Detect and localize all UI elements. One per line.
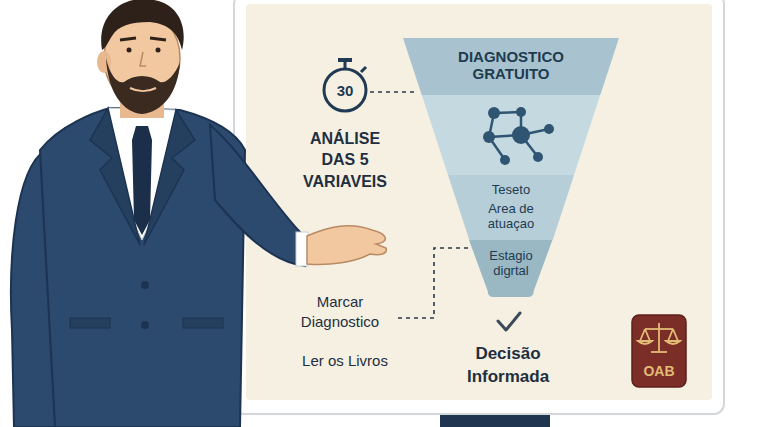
scales-icon bbox=[638, 323, 680, 352]
mouth bbox=[130, 88, 156, 91]
band-text: DIAGNOSTICO GRATUITO bbox=[426, 48, 596, 83]
brows bbox=[120, 38, 166, 40]
pocket bbox=[183, 318, 223, 328]
funnel-icon-band bbox=[422, 95, 600, 175]
pocket bbox=[70, 318, 110, 328]
funnel-band bbox=[422, 95, 600, 175]
right-arm bbox=[210, 125, 305, 266]
nose bbox=[140, 52, 146, 66]
stopwatch-icon bbox=[324, 60, 366, 111]
band-outline bbox=[469, 240, 552, 297]
badge-body bbox=[632, 315, 686, 387]
button bbox=[141, 281, 149, 289]
eye bbox=[156, 48, 161, 53]
band-text: Area de atuaçao bbox=[471, 202, 551, 232]
hand bbox=[307, 226, 386, 265]
button bbox=[141, 321, 149, 329]
eye bbox=[127, 48, 132, 53]
funnel-band: TesetoArea de atuaçao bbox=[448, 175, 574, 240]
lapel bbox=[144, 110, 195, 245]
hair bbox=[101, 0, 184, 50]
checkmark bbox=[498, 313, 520, 330]
tie bbox=[132, 126, 152, 235]
leader-line bbox=[370, 91, 416, 93]
leader-lines bbox=[370, 92, 470, 318]
network-dots bbox=[483, 107, 554, 165]
step-label: ANÁLISE DAS 5 VARIAVEIS bbox=[295, 128, 395, 193]
stopwatch-number: 30 bbox=[325, 81, 365, 101]
band-text: Estagio digrtal bbox=[481, 249, 541, 279]
result-label: Decisão Informada bbox=[458, 343, 558, 389]
board-frame bbox=[234, 0, 724, 414]
funnel-band: DIAGNOSTICO GRATUITO bbox=[403, 38, 619, 95]
step-label: Marcar Diagnostico bbox=[285, 292, 395, 333]
band-outline bbox=[403, 38, 619, 95]
step-label: Ler os Livros bbox=[275, 351, 415, 371]
leader-line bbox=[398, 248, 470, 318]
board bbox=[234, 0, 724, 427]
badge-text: OAB bbox=[643, 363, 674, 379]
band-outline bbox=[448, 175, 574, 240]
lapel bbox=[90, 108, 140, 245]
oab-badge: OAB bbox=[632, 315, 686, 387]
band-text: Teseto bbox=[492, 183, 530, 198]
board-screen bbox=[246, 4, 712, 400]
funnel-band: Estagio digrtal bbox=[469, 240, 552, 297]
cuff bbox=[296, 232, 308, 266]
